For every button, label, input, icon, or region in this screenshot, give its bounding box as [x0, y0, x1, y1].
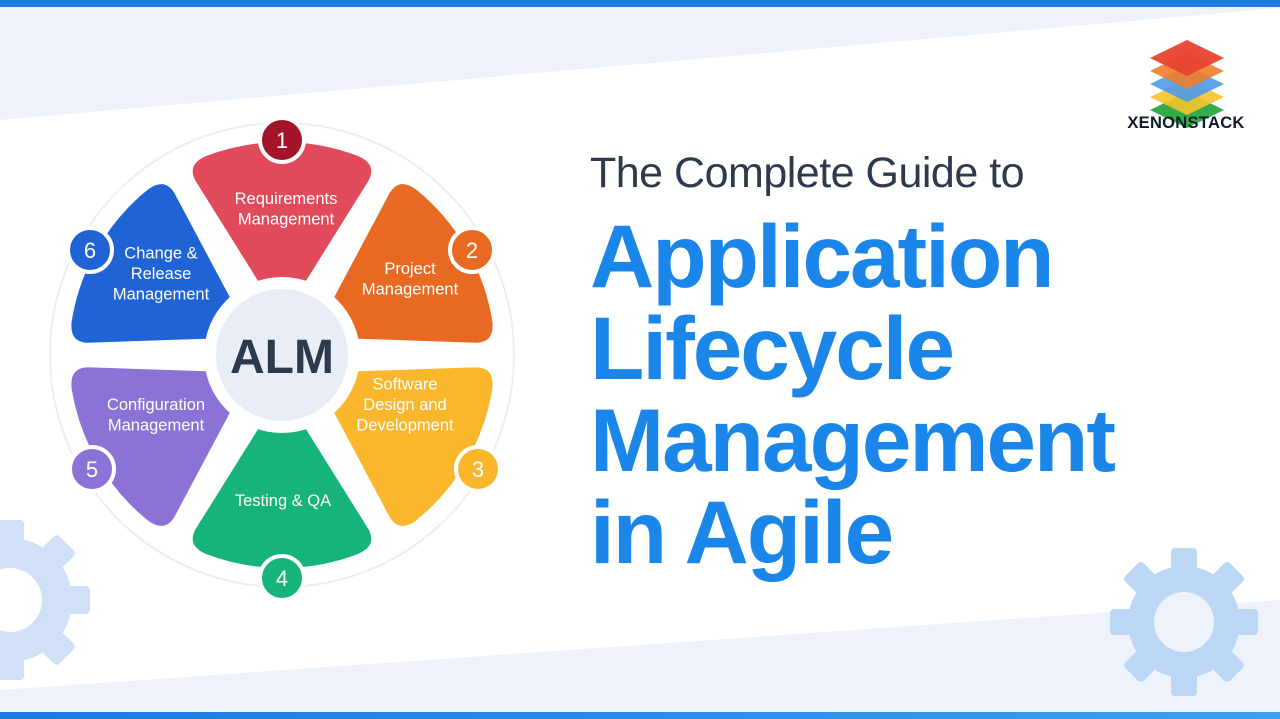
segment-label-line: Change &: [124, 245, 197, 263]
segment-label-line: Management: [108, 416, 205, 434]
step-number-5: 5: [86, 457, 98, 482]
title-line: Management: [590, 390, 1116, 490]
gear-icon: [0, 520, 90, 680]
segment-label-4: Testing & QA: [235, 492, 331, 510]
step-badge-4: [258, 554, 306, 602]
segment-label-line: Configuration: [107, 396, 205, 414]
title-line: in Agile: [590, 482, 894, 582]
segment-label-line: Testing & QA: [235, 492, 331, 510]
step-number-3: 3: [472, 457, 484, 482]
step-number-2: 2: [466, 238, 478, 263]
segment-label-line: Development: [356, 417, 454, 435]
center-label: ALM: [230, 331, 334, 384]
segment-label-line: Design and: [363, 396, 446, 414]
title-line: Application: [590, 206, 1055, 306]
title-line: Lifecycle: [590, 298, 955, 398]
center-hub: [216, 289, 348, 421]
segment-label-line: Release: [131, 265, 192, 283]
subtitle: The Complete Guide to: [590, 149, 1025, 197]
segment-label-line: Requirements: [235, 190, 338, 208]
step-badge-1: [258, 116, 306, 164]
segment-label-line: Management: [362, 280, 459, 298]
step-badge-6: [66, 226, 114, 274]
page-title: Application Lifecycle Management in Agil…: [590, 206, 1116, 582]
step-number-4: 4: [276, 566, 288, 591]
step-badge-3: [454, 445, 502, 493]
step-badge-2: [448, 226, 496, 274]
segment-label-line: Software: [372, 376, 437, 394]
gear-icon: [1110, 548, 1258, 696]
segment-label-line: Project: [384, 260, 436, 278]
segment-label-line: Management: [238, 210, 335, 228]
xenonstack-logo-icon: [1150, 40, 1224, 128]
step-number-6: 6: [84, 238, 96, 263]
segment-label-line: Management: [113, 286, 210, 304]
step-number-1: 1: [276, 128, 288, 153]
brand-name: XENONSTACK: [1127, 114, 1245, 132]
step-badge-5: [68, 445, 116, 493]
